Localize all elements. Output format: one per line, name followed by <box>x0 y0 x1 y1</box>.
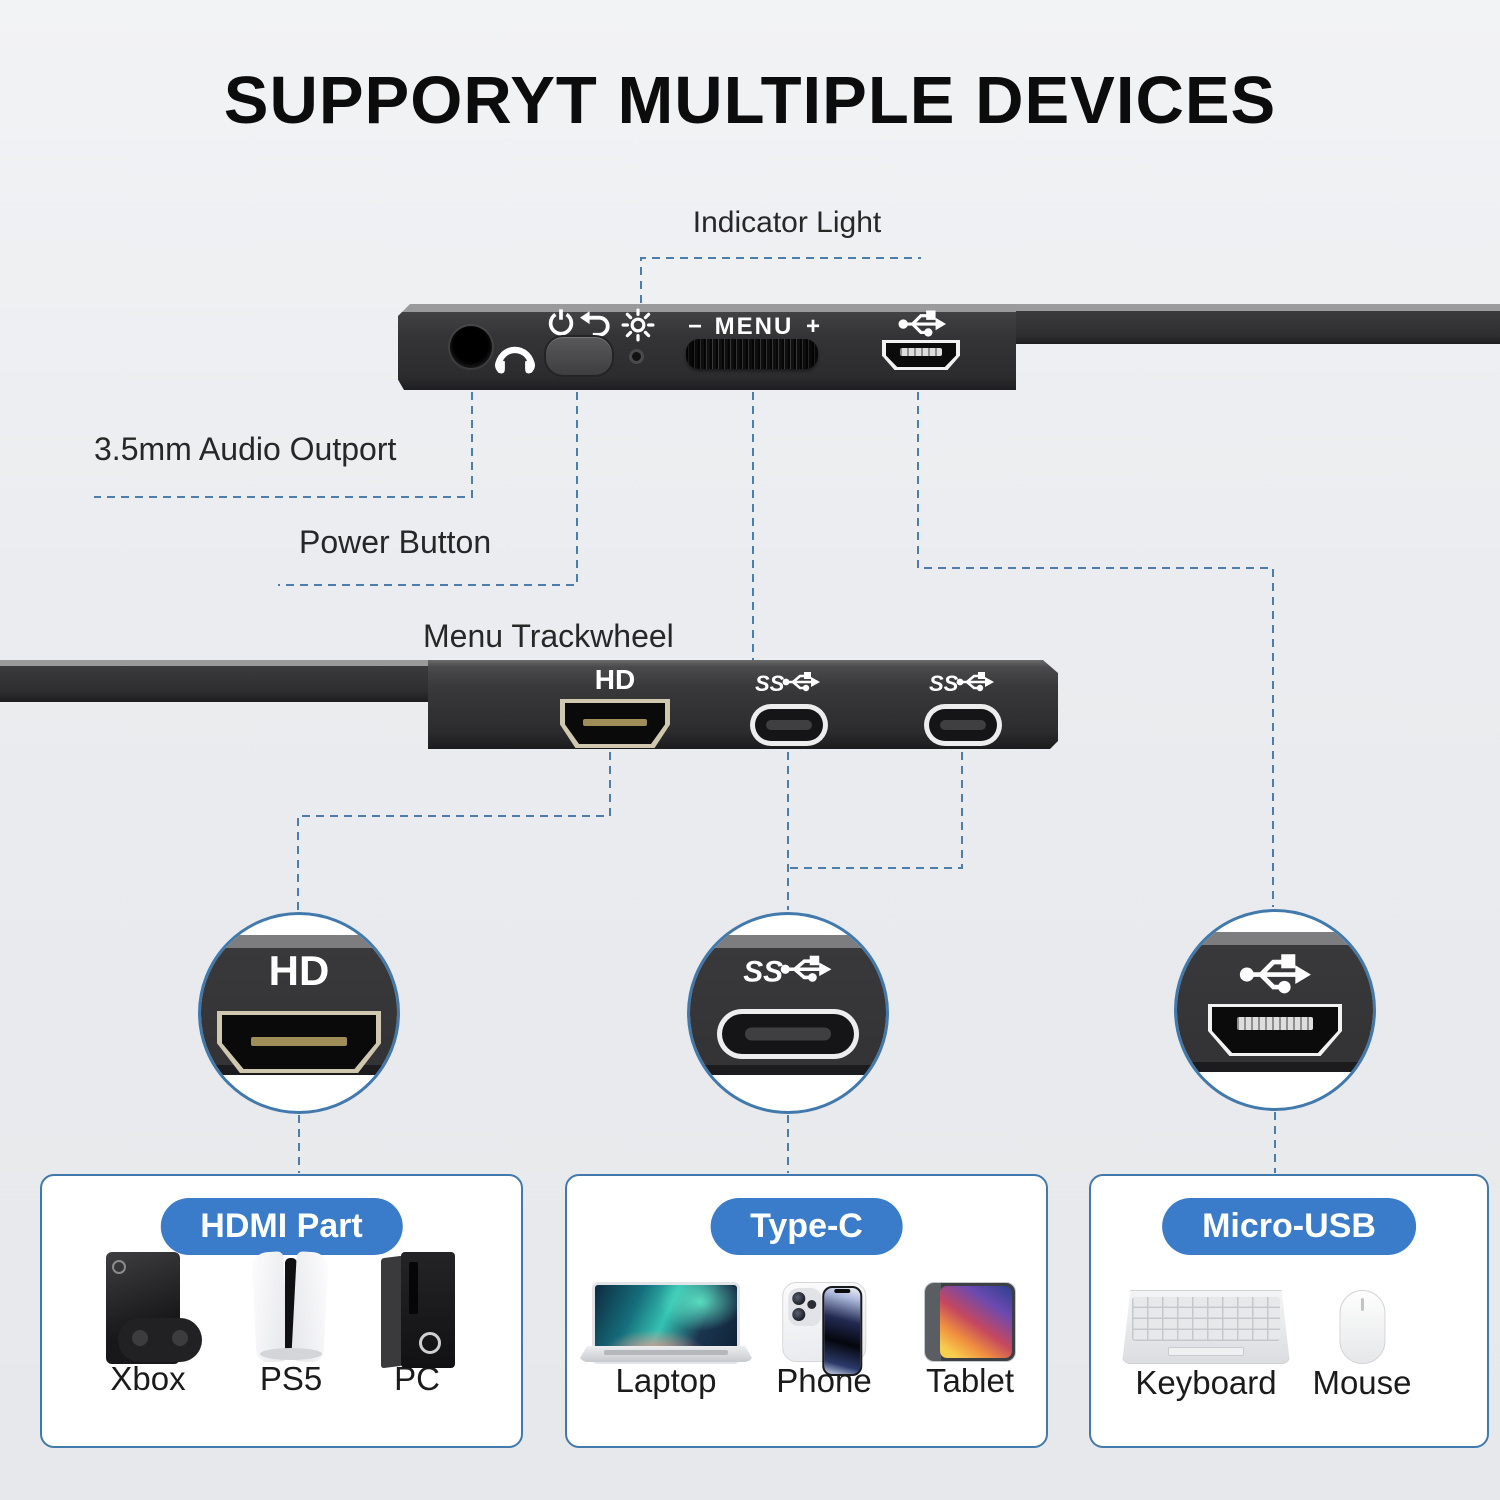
power-icon <box>548 309 574 336</box>
micro-usb-zoom-circle <box>1174 909 1376 1111</box>
type-c-badge: Type-C <box>710 1198 903 1255</box>
device-label: PS5 <box>259 1360 323 1397</box>
usb-c-port-tongue <box>940 720 986 730</box>
device-label: Xbox <box>110 1360 186 1397</box>
power-button[interactable] <box>544 335 614 377</box>
hdmi-part-badge: HDMI Part <box>160 1198 403 1255</box>
usb-trident-icon <box>898 310 946 337</box>
hdmi-zoom-circle: HD <box>198 912 400 1114</box>
menu-label: MENU <box>714 313 794 340</box>
tablet-image <box>924 1282 1016 1362</box>
monitor-top-edge-screen-strip <box>1016 304 1500 344</box>
svg-text:SS: SS <box>929 671 959 696</box>
svg-text:SS: SS <box>743 956 783 989</box>
menu-trackwheel[interactable] <box>686 339 818 369</box>
hdmi-port <box>560 699 670 748</box>
hdmi-port-contacts <box>251 1037 347 1046</box>
micro-usb-badge: Micro-USB <box>1162 1198 1416 1255</box>
device-phone: Phone <box>776 1282 872 1400</box>
ps5-image <box>248 1251 334 1363</box>
device-xbox: Xbox <box>100 1252 202 1398</box>
ss-usb-icon: SS <box>743 956 832 989</box>
leader-audio <box>94 392 473 498</box>
indicator-light-label: Indicator Light <box>692 206 882 239</box>
device-pc: PC <box>371 1252 463 1398</box>
keyboard-image <box>1122 1290 1290 1364</box>
page-title: SUPPORYT MULTIPLE DEVICES <box>223 63 1277 138</box>
usb-c-port-tongue <box>745 1027 831 1041</box>
laptop-image <box>578 1282 754 1364</box>
device-tablet: Tablet <box>924 1282 1016 1400</box>
device-label: Tablet <box>925 1362 1015 1399</box>
usb-c-zoom-circle: SS <box>687 912 889 1114</box>
micro-usb-port-contacts <box>900 348 942 356</box>
svg-text:SS: SS <box>755 671 785 696</box>
return-icon <box>580 311 610 337</box>
pc-image <box>371 1252 463 1369</box>
device-label: Laptop <box>615 1362 717 1399</box>
usb-c-port-tongue <box>766 720 812 730</box>
micro-usb-port <box>882 340 960 370</box>
menu-minus-label: − <box>688 313 703 340</box>
power-callout-label: Power Button <box>299 524 492 560</box>
xbox-image <box>100 1252 202 1364</box>
ss-usb-icon: SS <box>755 671 820 696</box>
ss-usb-icon: SS <box>929 671 994 696</box>
leader-indicator-light <box>640 257 921 303</box>
usb-c-port <box>750 704 828 746</box>
usb-c-port <box>924 704 1002 746</box>
micro-usb-port-contacts <box>1237 1017 1313 1030</box>
usb-trident-icon <box>1239 954 1311 994</box>
audio-jack-port <box>450 326 492 368</box>
hdmi-port-label: HD <box>594 664 636 695</box>
leader-power <box>278 392 578 586</box>
brightness-icon <box>621 308 655 342</box>
leader-micro-usb <box>917 392 1274 907</box>
monitor-bottom-edge-screen-strip <box>0 660 430 702</box>
indicator-light-led <box>629 349 644 364</box>
hdmi-port-contacts <box>583 719 647 726</box>
device-laptop: Laptop <box>578 1282 754 1400</box>
leader-hdmi <box>297 752 611 910</box>
device-keyboard: Keyboard <box>1122 1290 1290 1402</box>
device-label: Mouse <box>1312 1364 1412 1401</box>
hdmi-zoom-label: HD <box>268 947 330 994</box>
micro-usb-port-closeup <box>1208 1004 1342 1056</box>
phone-image <box>782 1282 866 1376</box>
leader-usbc-right <box>788 752 963 869</box>
menu-plus-label: + <box>805 313 820 340</box>
headphone-icon <box>495 346 535 374</box>
device-mouse: Mouse <box>1312 1290 1412 1402</box>
hdmi-port-closeup <box>217 1011 381 1073</box>
micro-usb-port-cavity <box>1212 1007 1338 1053</box>
mouse-image <box>1339 1290 1385 1364</box>
menu-callout-label: Menu Trackwheel <box>423 618 674 654</box>
device-ps5: PS5 <box>248 1251 334 1398</box>
usb-c-port-closeup <box>717 1009 859 1059</box>
menu-trackwheel-labels: − MENU + <box>688 313 820 341</box>
audio-callout-label: 3.5mm Audio Outport <box>94 431 397 467</box>
device-label: Keyboard <box>1135 1364 1277 1401</box>
